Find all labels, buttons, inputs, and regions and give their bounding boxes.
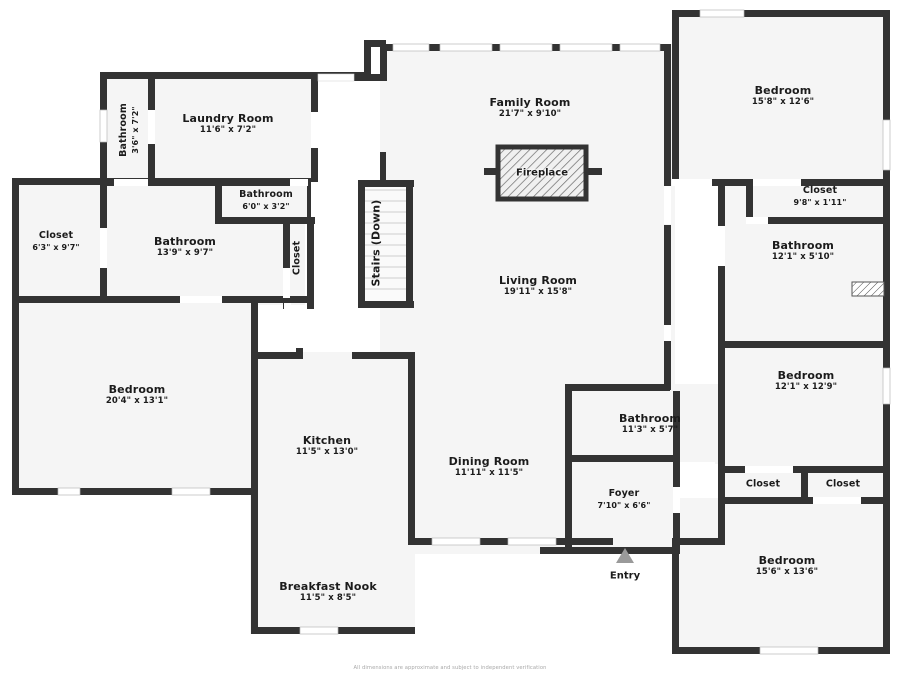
- fireplace-label: Fireplace: [515, 167, 569, 179]
- disclaimer-note: All dimensions are approximate and subje…: [353, 665, 547, 671]
- entry-label: Entry: [609, 570, 641, 582]
- entry-marker-icon: [616, 548, 634, 563]
- door-openings: [100, 110, 861, 513]
- fireplace-shape: [484, 144, 602, 202]
- windows: [57, 9, 891, 655]
- room-fills: [12, 10, 890, 654]
- tub-fixture: [851, 281, 885, 297]
- stairs-treads: [365, 189, 406, 290]
